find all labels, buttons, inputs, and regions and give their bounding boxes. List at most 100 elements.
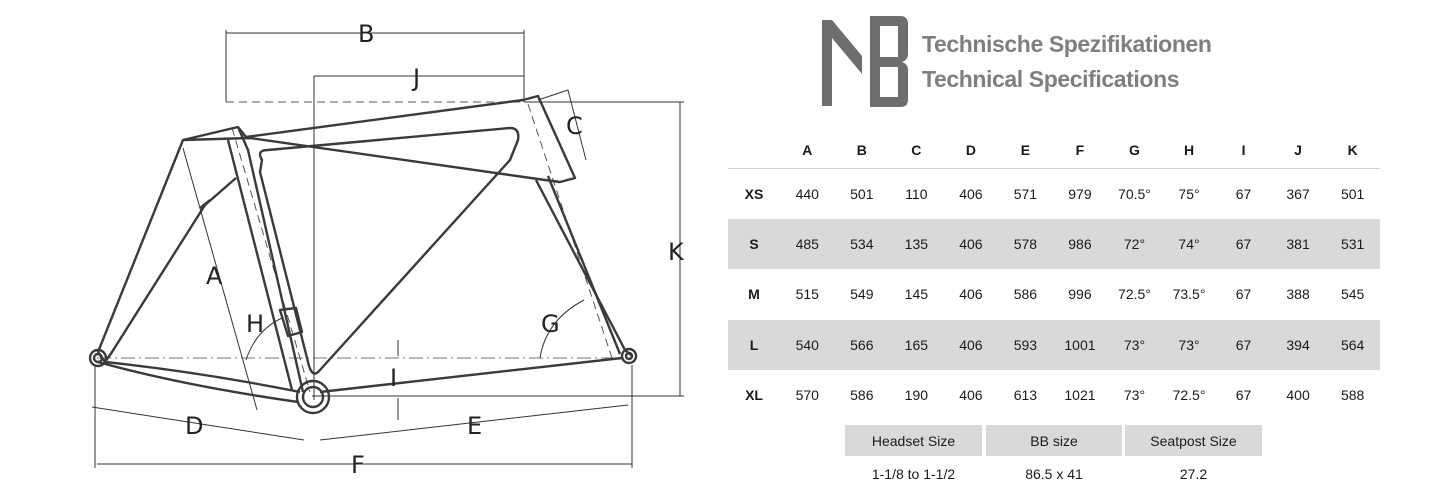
table-cell: 406: [959, 286, 983, 303]
size-label: S: [749, 235, 759, 252]
table-cell: 613: [1013, 387, 1038, 404]
table-cell: 534: [850, 235, 874, 252]
dim-label-d: D: [185, 412, 203, 440]
size-label: XL: [745, 387, 763, 404]
dim-label-e: E: [467, 412, 482, 440]
size-label: XS: [744, 185, 764, 202]
column-header: A: [780, 132, 835, 169]
column-header: D: [943, 132, 999, 169]
table-cell: 73°: [1123, 336, 1146, 353]
table-cell: 73°: [1123, 387, 1146, 404]
table-cell: 588: [1340, 387, 1365, 404]
table-cell: 531: [1340, 235, 1365, 252]
table-cell: 515: [795, 286, 819, 303]
size-column-header: [728, 132, 781, 169]
table-row: S 485 534 135 406 578 986 72° 74° 67 381…: [728, 218, 1380, 269]
geometry-spec-table: A B C D E F G H I J K XS 440 501 110 406…: [728, 132, 1380, 421]
table-cell: 406: [959, 235, 983, 252]
table-cell: 545: [1340, 286, 1365, 303]
table-cell: 70.5°: [1118, 185, 1151, 202]
dim-label-k: K: [668, 238, 685, 266]
table-cell: 566: [850, 336, 874, 353]
table-cell: 165: [904, 336, 929, 353]
table-cell: 406: [959, 387, 983, 404]
table-cell: 564: [1340, 336, 1365, 353]
table-cell: 72°: [1123, 235, 1146, 252]
size-label: L: [749, 336, 759, 353]
frame-geometry-diagram: B J C K A H G I D E F: [88, 20, 685, 479]
table-cell: 549: [850, 286, 874, 303]
dim-label-a: A: [206, 262, 223, 290]
column-header: K: [1325, 132, 1380, 169]
seatpost-size-value: 27.2: [1179, 466, 1208, 482]
column-header: C: [889, 132, 944, 169]
headset-size-value: 1-1/8 to 1-1/2: [871, 466, 956, 482]
column-header: I: [1216, 132, 1271, 169]
table-cell: 578: [1013, 235, 1038, 252]
dim-label-c: C: [566, 112, 583, 140]
table-cell: 145: [904, 286, 929, 303]
table-cell: 586: [1013, 286, 1038, 303]
table-cell: 75°: [1178, 185, 1200, 202]
table-cell: 406: [959, 336, 983, 353]
table-cell: 986: [1068, 235, 1092, 252]
table-cell: 394: [1286, 336, 1310, 353]
bb-size-label: BB size: [986, 425, 1122, 456]
column-header: J: [1270, 132, 1326, 169]
dimension-lines: [91, 30, 684, 468]
brand-logo-icon: [822, 16, 908, 107]
table-cell: 1001: [1064, 336, 1096, 353]
table-cell: 979: [1068, 185, 1092, 202]
dim-label-j: J: [411, 64, 420, 92]
dim-label-i: I: [390, 364, 397, 392]
table-cell: 570: [795, 387, 819, 404]
title-german: Technische Spezifikationen: [922, 31, 1212, 57]
table-cell: 586: [850, 387, 874, 404]
table-cell: 110: [905, 185, 928, 202]
table-cell: 381: [1286, 235, 1310, 252]
table-cell: 571: [1013, 185, 1038, 202]
table-cell: 67: [1235, 235, 1252, 252]
column-header: E: [998, 132, 1053, 169]
table-cell: 540: [795, 336, 819, 353]
table-cell: 440: [795, 185, 819, 202]
table-cell: 74°: [1178, 235, 1200, 252]
table-cell: 485: [795, 235, 819, 252]
table-row: M 515 549 145 406 586 996 72.5° 73.5° 67…: [728, 269, 1380, 320]
table-cell: 67: [1235, 286, 1252, 303]
table-cell: 73.5°: [1172, 286, 1206, 303]
table-cell: 135: [904, 235, 929, 252]
table-cell: 406: [959, 185, 983, 202]
table-cell: 400: [1286, 387, 1310, 404]
table-cell: 72.5°: [1172, 387, 1206, 404]
dim-label-h: H: [246, 310, 264, 338]
seatpost-size-label: Seatpost Size: [1125, 425, 1262, 456]
table-cell: 1021: [1064, 387, 1096, 404]
table-header-row: A B C D E F G H I J K: [728, 132, 1380, 169]
table-row: XS 440 501 110 406 571 979 70.5° 75° 67 …: [728, 168, 1380, 219]
size-label: M: [748, 286, 760, 303]
column-header: F: [1052, 132, 1108, 169]
dim-label-g: G: [541, 310, 560, 338]
table-cell: 367: [1286, 185, 1310, 202]
bb-size-value: 86.5 x 41: [1025, 466, 1083, 482]
column-header: B: [834, 132, 890, 169]
table-cell: 67: [1235, 336, 1252, 353]
column-header: H: [1161, 132, 1217, 169]
table-cell: 996: [1068, 286, 1092, 303]
table-row: XL 570 586 190 406 613 1021 73° 72.5° 67…: [728, 370, 1380, 421]
table-cell: 190: [904, 387, 929, 404]
table-cell: 501: [1340, 185, 1365, 202]
table-cell: 72.5°: [1118, 286, 1151, 303]
title-english: Technical Specifications: [922, 66, 1180, 92]
dim-label-b: B: [358, 20, 374, 48]
column-header: G: [1107, 132, 1162, 169]
table-cell: 388: [1286, 286, 1310, 303]
bike-frame: [88, 94, 638, 415]
table-cell: 593: [1013, 336, 1038, 353]
table-cell: 73°: [1178, 336, 1200, 353]
table-cell: 501: [850, 185, 874, 202]
table-cell: 67: [1235, 185, 1252, 202]
headset-size-label: Headset Size: [845, 425, 982, 456]
table-row: L 540 566 165 406 593 1001 73° 73° 67 39…: [728, 319, 1380, 370]
